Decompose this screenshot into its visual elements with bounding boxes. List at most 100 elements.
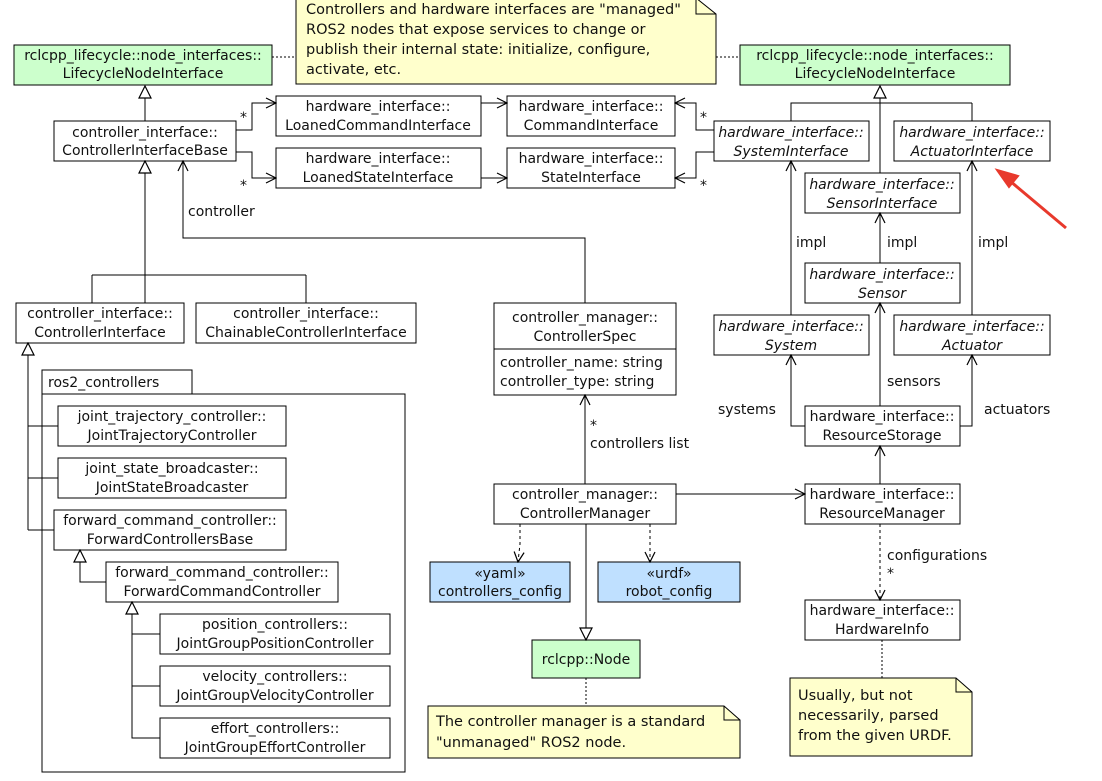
box-system: hardware_interface:: System bbox=[713, 314, 870, 356]
multiplicity-label: * bbox=[700, 110, 707, 126]
attribute-line: controller_name: string bbox=[500, 355, 663, 371]
box-line: ControllerManager bbox=[520, 506, 650, 522]
box-sensor-interface: hardware_interface:: SensorInterface bbox=[804, 172, 961, 214]
association-label-systems: systems bbox=[718, 402, 776, 418]
association-arrow bbox=[675, 103, 714, 131]
impl-label: impl bbox=[978, 235, 1008, 251]
box-lifecycle-node-interface-left: rclcpp_lifecycle::node_interfaces:: Life… bbox=[13, 44, 273, 86]
dependency-label-configurations: configurations bbox=[887, 548, 987, 564]
box-line: robot_config bbox=[626, 584, 713, 600]
box-line: controller_interface:: bbox=[27, 306, 173, 322]
box-joint-group-position-controller: position_controllers:: JointGroupPositio… bbox=[159, 613, 391, 655]
box-line: Actuator bbox=[941, 338, 1003, 354]
box-line: hardware_interface:: bbox=[519, 151, 664, 167]
box-line: rclcpp_lifecycle::node_interfaces:: bbox=[756, 48, 994, 64]
box-line: hardware_interface:: bbox=[809, 267, 954, 283]
box-line: ForwardControllersBase bbox=[87, 532, 254, 548]
box-line: ControllerInterfaceBase bbox=[62, 143, 228, 159]
association-arrow bbox=[183, 161, 586, 303]
box-forward-command-controller: forward_command_controller:: ForwardComm… bbox=[105, 561, 339, 603]
box-line: ControllerInterface bbox=[34, 325, 166, 341]
box-line: hardware_interface:: bbox=[306, 99, 451, 115]
box-line: JointTrajectoryController bbox=[87, 428, 257, 444]
association-arrow bbox=[791, 355, 805, 427]
box-line: ResourceManager bbox=[819, 506, 945, 522]
box-line: position_controllers:: bbox=[202, 617, 348, 633]
inheritance-arrow bbox=[790, 86, 880, 121]
dependency-arrow bbox=[518, 524, 520, 562]
box-line: controller_interface:: bbox=[233, 306, 379, 322]
box-line: JointStateBroadcaster bbox=[95, 480, 249, 496]
box-line: rclcpp_lifecycle::node_interfaces:: bbox=[24, 48, 262, 64]
box-rclcpp-node: rclcpp::Node bbox=[531, 639, 641, 679]
box-line: controller_manager:: bbox=[512, 487, 658, 503]
box-line: rclcpp::Node bbox=[542, 652, 630, 668]
box-line: hardware_interface:: bbox=[718, 125, 863, 141]
box-joint-group-velocity-controller: velocity_controllers:: JointGroupVelocit… bbox=[159, 665, 391, 707]
box-line: joint_trajectory_controller:: bbox=[77, 409, 267, 425]
note-line: The controller manager is a standard bbox=[435, 714, 705, 730]
impl-label: impl bbox=[887, 235, 917, 251]
association-label-sensors: sensors bbox=[887, 374, 941, 390]
box-line: SystemInterface bbox=[734, 144, 849, 160]
box-chainable-controller-interface: controller_interface:: ChainableControll… bbox=[195, 302, 417, 344]
box-line: effort_controllers:: bbox=[211, 721, 340, 737]
note-line: necessarily, parsed bbox=[798, 708, 939, 724]
box-joint-state-broadcaster: joint_state_broadcaster:: JointStateBroa… bbox=[57, 457, 287, 499]
association-arrow bbox=[675, 151, 714, 178]
note-urdf: Usually, but not necessarily, parsed fro… bbox=[789, 677, 973, 757]
box-line: ForwardCommandController bbox=[123, 584, 320, 600]
box-command-interface: hardware_interface:: CommandInterface bbox=[506, 95, 676, 137]
note-unmanaged-node: The controller manager is a standard "un… bbox=[427, 705, 741, 759]
association-label-actuators: actuators bbox=[984, 402, 1050, 418]
box-controller-interface: controller_interface:: ControllerInterfa… bbox=[15, 302, 185, 344]
box-loaned-command-interface: hardware_interface:: LoanedCommandInterf… bbox=[275, 95, 482, 137]
box-line: forward_command_controller:: bbox=[115, 565, 329, 581]
highlight-arrow-icon bbox=[994, 168, 1067, 230]
box-line: LifecycleNodeInterface bbox=[63, 66, 224, 82]
box-line: Sensor bbox=[858, 286, 907, 302]
note-managed-nodes: Controllers and hardware interfaces are … bbox=[295, 0, 717, 85]
box-line: LoanedStateInterface bbox=[303, 170, 454, 186]
box-line: ControllerSpec bbox=[534, 329, 637, 345]
association-label-controller: controller bbox=[188, 204, 255, 220]
box-resource-manager: hardware_interface:: ResourceManager bbox=[804, 483, 961, 525]
box-hardware-info: hardware_interface:: HardwareInfo bbox=[804, 599, 961, 641]
box-line: hardware_interface:: bbox=[809, 177, 954, 193]
box-joint-trajectory-controller: joint_trajectory_controller:: JointTraje… bbox=[57, 405, 287, 447]
box-controller-interface-base: controller_interface:: ControllerInterfa… bbox=[53, 120, 237, 162]
box-actuator-interface: hardware_interface:: ActuatorInterface bbox=[893, 120, 1051, 162]
box-resource-storage: hardware_interface:: ResourceStorage bbox=[804, 405, 961, 447]
box-line: «yaml» bbox=[474, 566, 525, 582]
box-line: JointGroupPositionController bbox=[176, 636, 374, 652]
box-line: joint_state_broadcaster:: bbox=[84, 461, 258, 477]
box-lifecycle-node-interface-right: rclcpp_lifecycle::node_interfaces:: Life… bbox=[739, 44, 1011, 86]
box-line: SensorInterface bbox=[827, 196, 938, 212]
box-line: CommandInterface bbox=[524, 118, 659, 134]
box-line: ActuatorInterface bbox=[910, 144, 1034, 160]
box-line: hardware_interface:: bbox=[810, 409, 955, 425]
box-line: hardware_interface:: bbox=[810, 603, 955, 619]
box-line: controller_interface:: bbox=[72, 125, 218, 141]
note-line: activate, etc. bbox=[306, 62, 401, 78]
association-arrow bbox=[960, 355, 972, 427]
multiplicity-label: * bbox=[590, 418, 597, 434]
box-line: LoanedCommandInterface bbox=[285, 118, 471, 134]
box-actuator: hardware_interface:: Actuator bbox=[893, 314, 1051, 356]
box-line: hardware_interface:: bbox=[519, 99, 664, 115]
inheritance-arrow bbox=[132, 602, 160, 739]
box-line: JointGroupEffortController bbox=[184, 740, 366, 756]
box-forward-controllers-base: forward_command_controller:: ForwardCont… bbox=[53, 509, 287, 551]
box-line: JointGroupVelocityController bbox=[175, 688, 374, 704]
box-line: System bbox=[765, 338, 817, 354]
multiplicity-label: * bbox=[240, 178, 247, 194]
box-line: forward_command_controller:: bbox=[63, 513, 277, 529]
box-line: controllers_config bbox=[438, 584, 562, 600]
inheritance-arrow bbox=[80, 550, 106, 583]
attribute-line: controller_type: string bbox=[500, 374, 654, 390]
multiplicity-label: * bbox=[240, 110, 247, 126]
box-line: «urdf» bbox=[646, 566, 691, 582]
note-line: "unmanaged" ROS2 node. bbox=[436, 735, 626, 751]
box-line: ChainableControllerInterface bbox=[205, 325, 407, 341]
